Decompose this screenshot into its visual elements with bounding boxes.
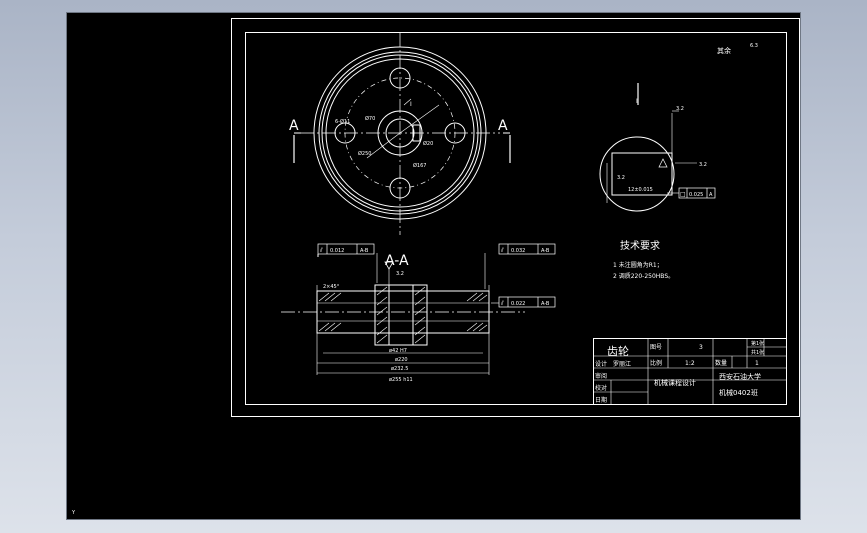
- tol-val-2: 0.032: [511, 248, 525, 254]
- designer-name: 罗丽江: [613, 361, 631, 368]
- tol-sym-1: ⫽: [319, 247, 323, 254]
- detail-side-dim: 3.2: [617, 175, 625, 181]
- tol-ref-2: A-B: [541, 248, 550, 254]
- row-review: 审阅: [595, 372, 607, 380]
- drawing-viewport[interactable]: A A 6-Ø11 Ø70 Ø250 Ø167 Ø20 I A-A ⫽ 0.01…: [66, 12, 801, 520]
- coordinate-icon: Y: [72, 510, 76, 516]
- detail-tol-ref: A: [709, 192, 713, 198]
- section-roughness: 3.2: [396, 271, 404, 277]
- sheet-no: 第1张: [751, 340, 764, 347]
- roughness-note-value: 6.3: [750, 43, 758, 49]
- scale-label: 比例: [650, 359, 662, 367]
- row-check: 校对: [595, 384, 607, 392]
- part-name: 齿轮: [607, 344, 629, 358]
- detail-tol-val: 0.025: [689, 192, 703, 198]
- sheet-outer-border: [231, 18, 800, 417]
- detail-view: [599, 83, 697, 212]
- detail-width-dim: 12±0.015: [628, 187, 653, 193]
- front-view: [293, 33, 511, 235]
- title-block: [593, 338, 787, 405]
- class-name: 机械0402班: [719, 388, 758, 397]
- tol-sym-3: ⫽: [500, 300, 504, 307]
- chamfer-note: 2×45°: [323, 284, 340, 290]
- dim-bore: Ø20: [423, 140, 433, 147]
- dim-section-220: ø220: [395, 357, 408, 363]
- dim-hole-pattern: 6-Ø11: [335, 118, 350, 125]
- tol-ref-3: A-B: [541, 301, 550, 307]
- roughness-note-label: 其余: [717, 46, 731, 55]
- row-date: 日期: [595, 396, 607, 404]
- qty-value: 1: [755, 360, 759, 367]
- tol-sym-2: ⫽: [500, 247, 504, 254]
- tech-req-item-1: 1 未注圆角为R1；: [613, 261, 663, 269]
- tech-req-title: 技术要求: [620, 239, 660, 252]
- detail-roughness-1: 3.2: [676, 106, 684, 112]
- tol-val-1: 0.012: [330, 248, 344, 254]
- dim-section-232: ø232.5: [391, 366, 408, 372]
- school-name: 西安石油大学: [719, 372, 761, 381]
- detail-roughness-2: 3.2: [699, 162, 707, 168]
- dim-pitch-dia: Ø250: [358, 150, 371, 157]
- qty-label: 数量: [715, 359, 727, 367]
- sheet-total: 共1张: [751, 349, 764, 356]
- row-design: 设计: [595, 360, 607, 368]
- section-mark-right: A: [498, 118, 508, 134]
- cad-drawing: A A 6-Ø11 Ø70 Ø250 Ø167 Ø20 I A-A ⫽ 0.01…: [231, 18, 800, 417]
- section-view: [281, 253, 525, 375]
- tol-ref-1: A-B: [360, 248, 369, 254]
- tolerance-frames: [317, 187, 716, 308]
- dim-bolt-circle: Ø167: [413, 162, 426, 169]
- dim-section-255: ø255 h11: [389, 377, 413, 383]
- scale-value: 1:2: [685, 360, 695, 367]
- dim-hub-dia: Ø70: [365, 115, 375, 122]
- tol-val-3: 0.022: [511, 301, 525, 307]
- fig-no-label: 图号: [650, 344, 662, 351]
- detail-mark: I: [636, 98, 638, 105]
- detail-callout-front: I: [410, 101, 412, 108]
- fig-no: 3: [699, 344, 703, 351]
- dim-section-bore: ø42 H7: [389, 348, 407, 354]
- sheet-inner-border: [245, 32, 787, 405]
- detail-tol-sym: □: [680, 191, 686, 198]
- section-mark-left: A: [289, 118, 299, 134]
- section-title: A-A: [385, 253, 409, 269]
- tech-req-item-2: 2 调质220-250HBS。: [613, 272, 674, 280]
- course-name: 机械课程设计: [654, 378, 696, 387]
